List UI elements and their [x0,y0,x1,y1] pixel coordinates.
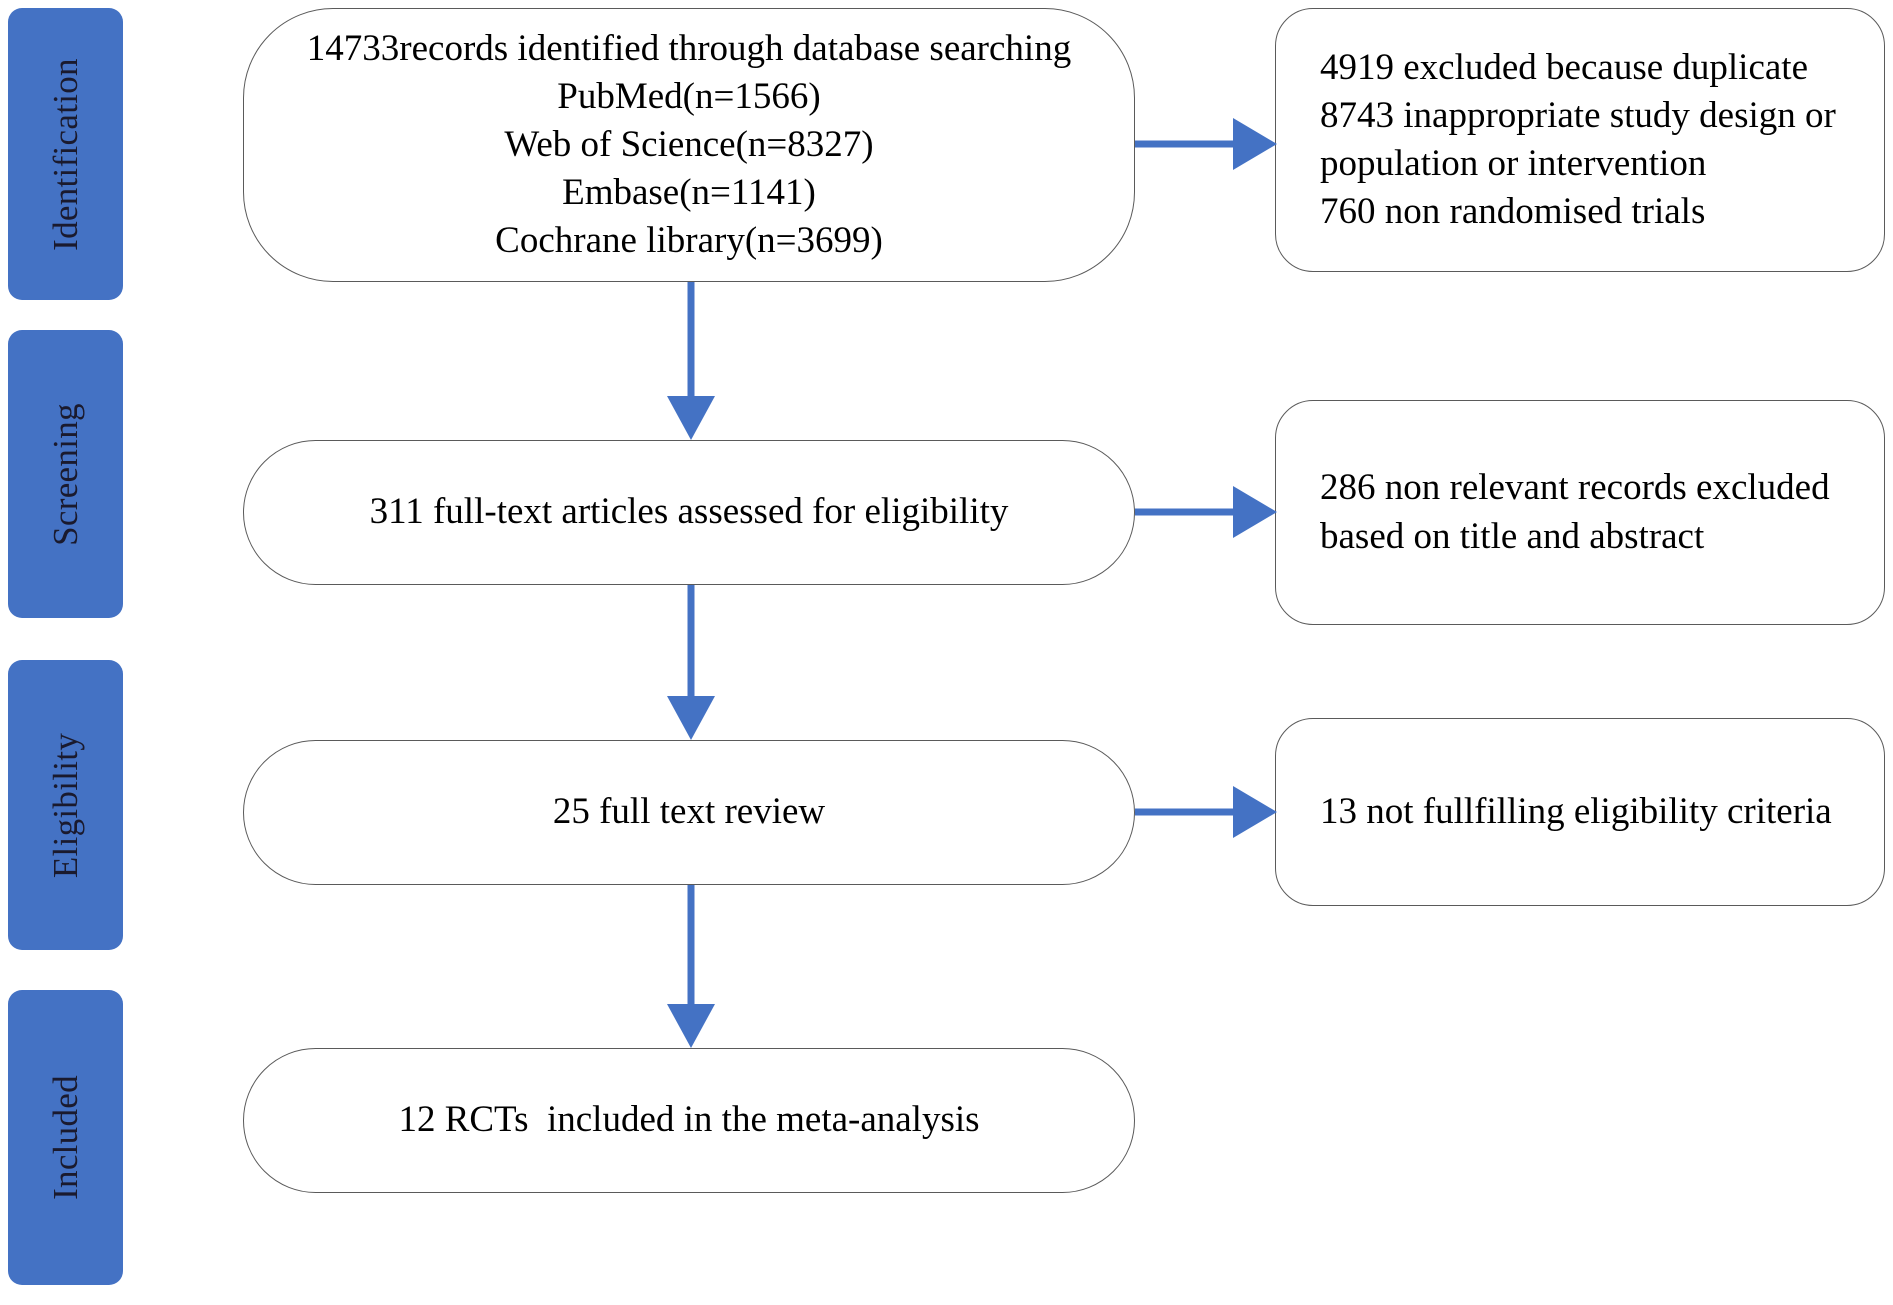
included-rcts-line-1: 12 RCTs included in the meta-analysis [398,1099,980,1141]
screening-fulltext-line-1: 311 full-text articles assessed for elig… [369,491,1009,533]
identification-records-line-2: PubMed(n=1566) [557,75,821,117]
identification-records-line-5: Cochrane library(n=3699) [495,220,883,262]
arrow-eligibility-to-included [667,885,715,1048]
eligibility-excluded-line-1: 13 not fullfilling eligibility criteria [1320,790,1832,832]
identification-records-box: 14733records identified through database… [243,8,1135,282]
stage-eligibility-label: Eligibility [46,732,85,878]
stage-included-label: Included [46,1075,86,1200]
arrow-identification-to-screening [667,282,715,440]
identification-excluded-line-4: 760 non randomised trials [1320,191,1706,233]
identification-records-line-3: Web of Science(n=8327) [504,123,874,165]
identification-records-line-1: 14733records identified through database… [306,27,1072,69]
identification-excluded-line-3: population or intervention [1320,143,1707,184]
stage-eligibility: Eligibility [8,660,123,950]
arrow-eligibility-to-excluded [1135,786,1277,838]
eligibility-review-line-1: 25 full text review [552,791,826,833]
screening-excluded-line-1: 286 non relevant records excluded [1320,467,1830,509]
arrow-screening-to-excluded [1135,486,1277,538]
eligibility-excluded-box: 13 not fullfilling eligibility criteria [1275,718,1885,906]
eligibility-review-box: 25 full text review [243,740,1135,885]
screening-fulltext-box: 311 full-text articles assessed for elig… [243,440,1135,585]
identification-excluded-line-1: 4919 excluded because duplicate [1320,46,1808,88]
identification-excluded-line-2: 8743 inappropriate study design or [1320,94,1836,136]
identification-excluded-box: 4919 excluded because duplicate 8743 ina… [1275,8,1885,272]
arrow-identification-to-excluded [1135,118,1277,170]
identification-records-line-4: Embase(n=1141) [562,172,816,214]
stage-screening-label: Screening [46,402,85,546]
stage-identification-label: Identification [46,57,85,251]
arrow-screening-to-eligibility [667,585,715,740]
stage-included: Included [8,990,123,1285]
stage-identification: Identification [8,8,123,300]
stage-screening: Screening [8,330,123,618]
screening-excluded-line-2: based on title and abstract [1320,515,1705,557]
screening-excluded-box: 286 non relevant records excluded based … [1275,400,1885,625]
included-rcts-box: 12 RCTs included in the meta-analysis [243,1048,1135,1193]
